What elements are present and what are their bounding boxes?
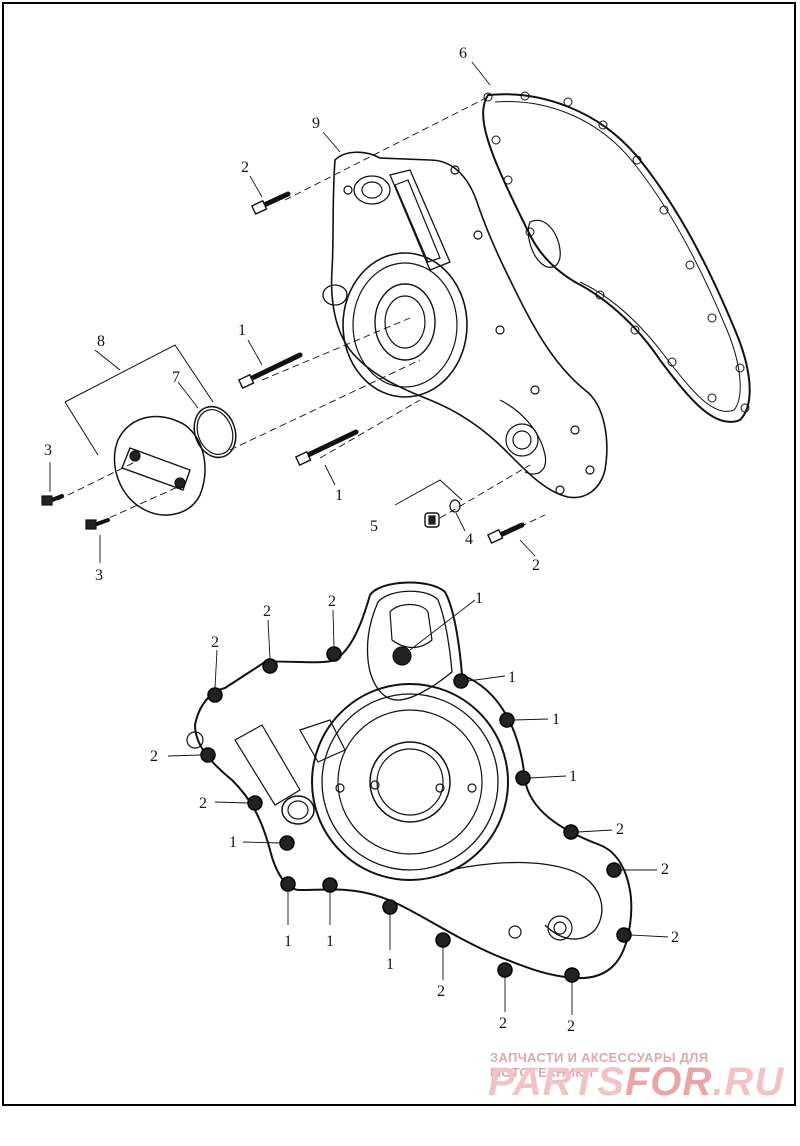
- callout-1: 1: [386, 956, 394, 973]
- callout-2: 2: [150, 748, 158, 765]
- cover-part-9: [322, 151, 608, 499]
- watermark-brand-right: .RU: [712, 1060, 785, 1104]
- long-bolt-part-1-lower: [294, 429, 359, 466]
- watermark-brand-mid: FOR: [624, 1060, 713, 1104]
- cover-plate-part-8: [113, 415, 206, 516]
- screw-part-3-lower: [85, 518, 110, 530]
- callout-1: 1: [326, 933, 334, 950]
- callout-5: 5: [370, 518, 378, 535]
- callout-2: 2: [211, 634, 219, 651]
- bottom-bolt-heads: [200, 646, 632, 983]
- callout-1: 1: [552, 711, 560, 728]
- callout-2: 2: [328, 593, 336, 610]
- callout-1: 1: [475, 590, 483, 607]
- watermark-tagline: ЗАПЧАСТИ И АКСЕССУАРЫ ДЛЯ МОТОТЕХНИКИ: [490, 1050, 709, 1080]
- callout-3: 3: [44, 442, 52, 459]
- callout-2: 2: [532, 557, 540, 574]
- callout-2: 2: [241, 159, 249, 176]
- bolt-part-2-lower: [486, 522, 525, 544]
- callout-2: 2: [263, 603, 271, 620]
- callout-7: 7: [172, 369, 180, 386]
- callout-8: 8: [97, 333, 105, 350]
- callout-2: 2: [616, 821, 624, 838]
- screw-part-3-upper: [41, 494, 64, 506]
- callout-1: 1: [238, 322, 246, 339]
- diagram-frame: [2, 2, 796, 1106]
- callout-2: 2: [661, 861, 669, 878]
- bolt-part-2-upper: [250, 191, 291, 215]
- gasket-part-6: [482, 91, 751, 423]
- callout-2: 2: [437, 983, 445, 1000]
- callout-2: 2: [499, 1015, 507, 1032]
- callout-6: 6: [459, 45, 467, 62]
- o-ring-part-7: [193, 405, 237, 459]
- assembled-cover: [186, 581, 633, 980]
- callout-2: 2: [671, 929, 679, 946]
- plug-part-5: [424, 512, 440, 528]
- callout-1: 1: [229, 834, 237, 851]
- callout-3: 3: [95, 567, 103, 584]
- callout-2: 2: [567, 1018, 575, 1035]
- callout-1: 1: [569, 768, 577, 785]
- callout-9: 9: [312, 115, 320, 132]
- callout-1: 1: [508, 669, 516, 686]
- callout-1: 1: [335, 487, 343, 504]
- long-bolt-part-1-upper: [237, 352, 303, 389]
- callout-4: 4: [465, 531, 473, 548]
- washer-part-4: [449, 499, 461, 513]
- watermark-brand-left: PARTS: [488, 1060, 625, 1104]
- callout-2: 2: [199, 795, 207, 812]
- watermark-logo: PARTSFOR.RU: [488, 1060, 784, 1105]
- callout-1: 1: [284, 933, 292, 950]
